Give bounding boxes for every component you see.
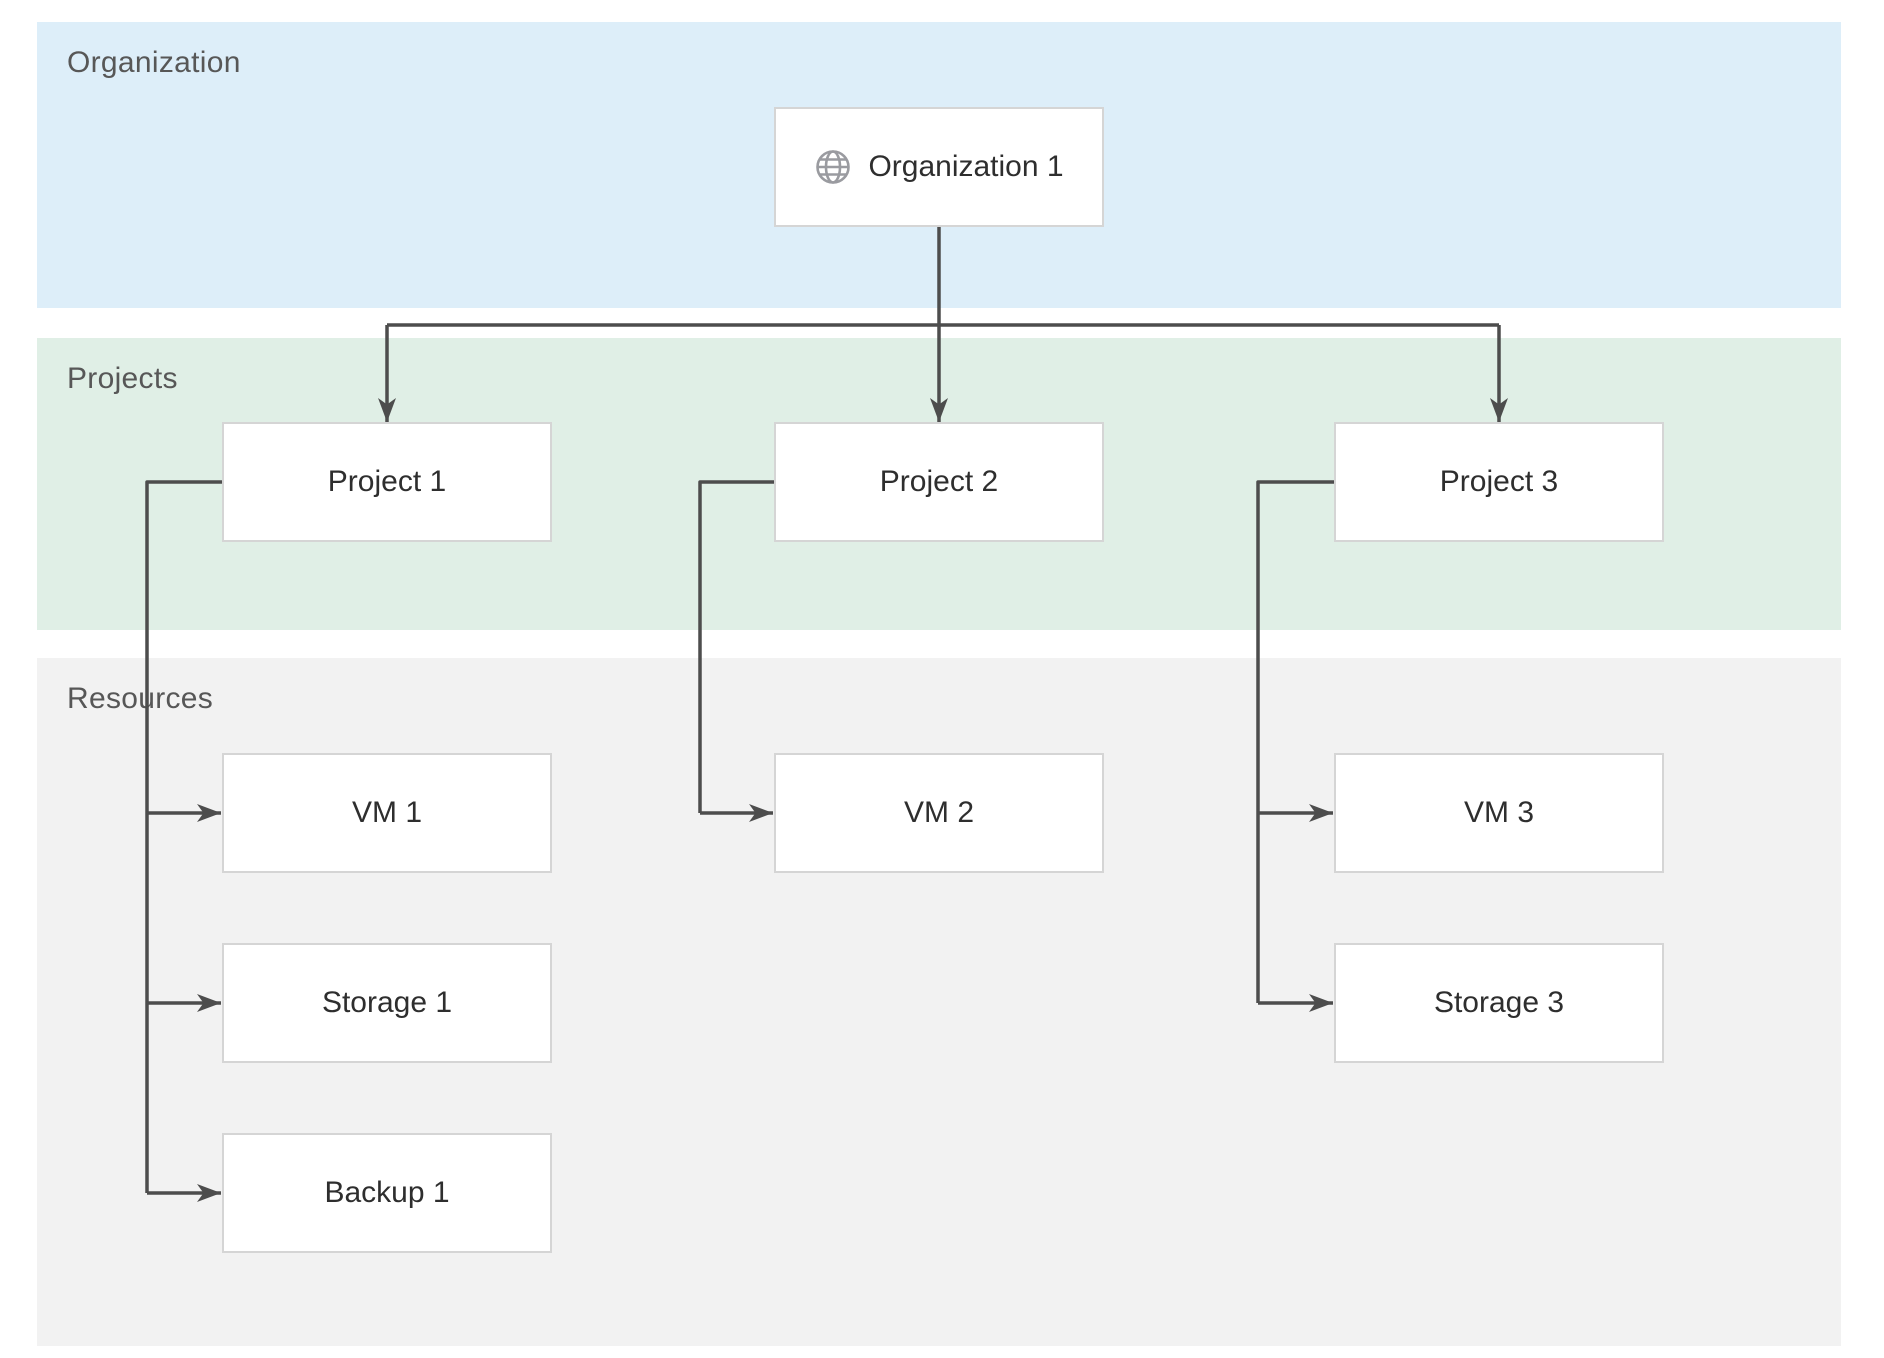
node-vm-2: VM 2 xyxy=(774,753,1104,873)
band-resources-label: Resources xyxy=(67,682,214,715)
node-label: VM 2 xyxy=(903,796,975,829)
node-project-2: Project 2 xyxy=(774,422,1104,542)
node-label: Storage 1 xyxy=(321,986,453,1019)
node-label: Storage 3 xyxy=(1433,986,1565,1019)
node-vm-3: VM 3 xyxy=(1334,753,1664,873)
node-organization-1: Organization 1 xyxy=(774,107,1104,227)
node-label: VM 3 xyxy=(1463,796,1535,829)
globe-icon xyxy=(814,148,852,186)
node-label: Project 2 xyxy=(879,465,999,498)
node-label: Backup 1 xyxy=(324,1176,450,1209)
node-label: VM 1 xyxy=(351,796,423,829)
node-storage-3: Storage 3 xyxy=(1334,943,1664,1063)
node-label: Organization 1 xyxy=(868,150,1064,183)
node-backup-1: Backup 1 xyxy=(222,1133,552,1253)
node-label: Project 1 xyxy=(327,465,447,498)
node-project-1: Project 1 xyxy=(222,422,552,542)
band-projects-label: Projects xyxy=(67,362,178,395)
node-vm-1: VM 1 xyxy=(222,753,552,873)
node-project-3: Project 3 xyxy=(1334,422,1664,542)
node-storage-1: Storage 1 xyxy=(222,943,552,1063)
node-label: Project 3 xyxy=(1439,465,1559,498)
band-organization-label: Organization xyxy=(67,46,241,79)
